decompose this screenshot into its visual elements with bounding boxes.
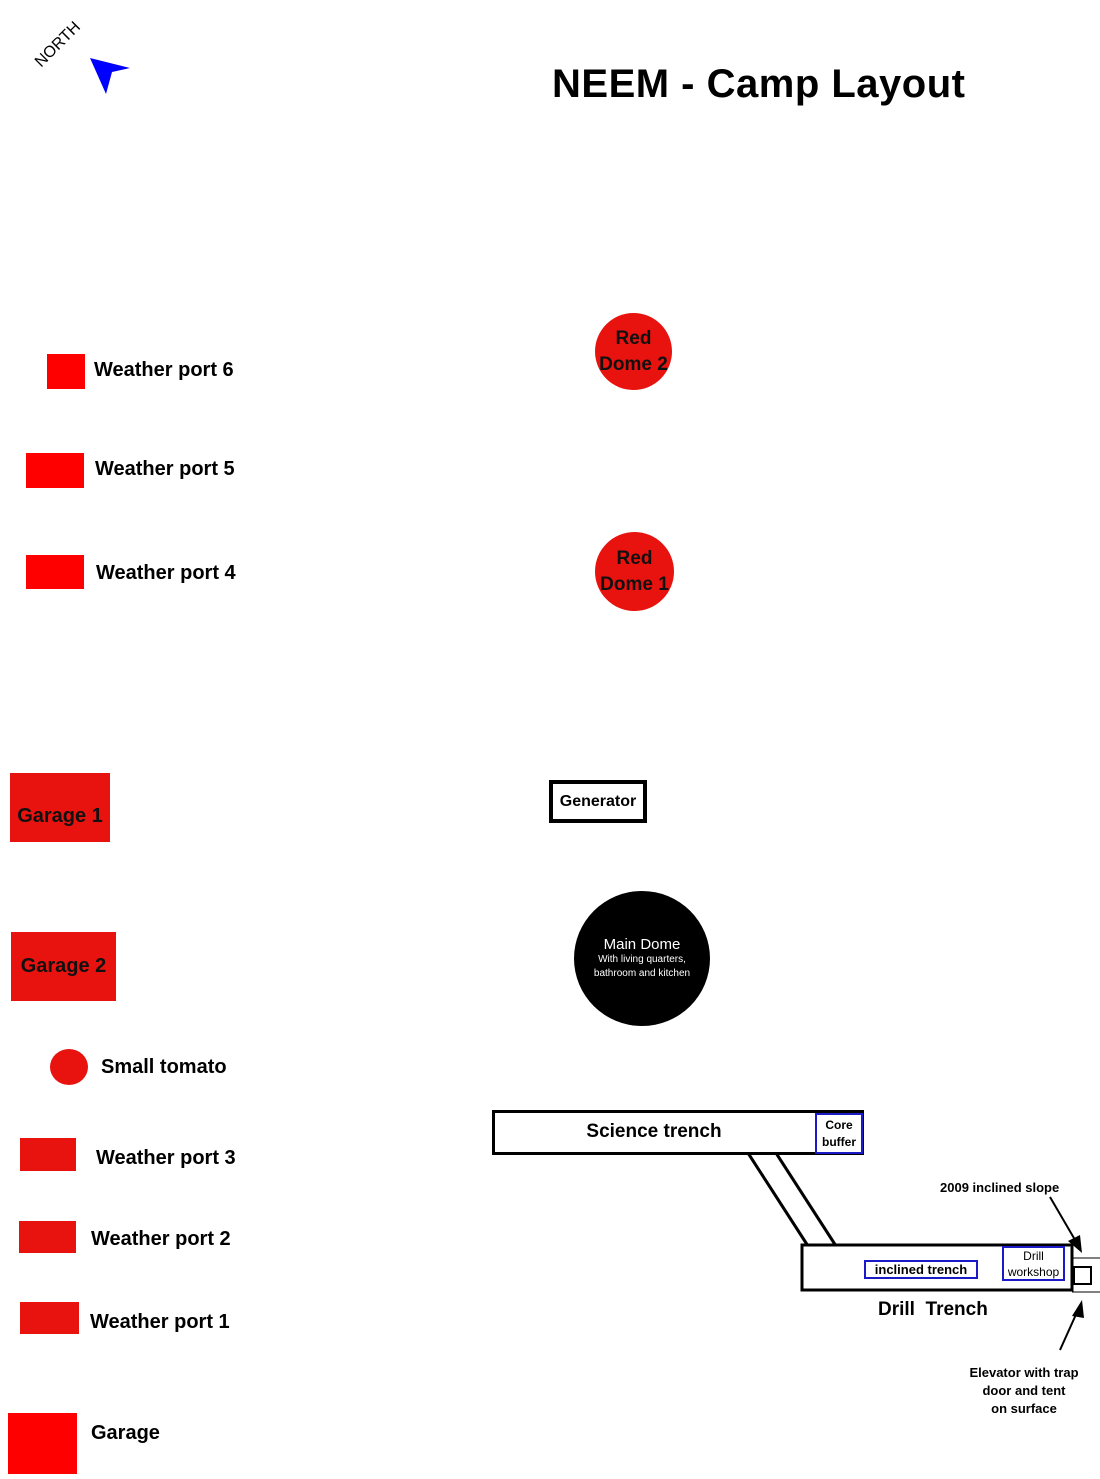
science-trench-outline: [492, 1110, 864, 1155]
elevator-label: Elevator with trap door and tent on surf…: [962, 1364, 1086, 1418]
weather-port-3-marker: [20, 1138, 76, 1171]
main-dome-desc-1: With living quarters,: [598, 954, 686, 965]
red-dome-2-line1: Red: [615, 327, 652, 349]
main-dome-title: Main Dome: [603, 936, 681, 953]
science-trench-label: Science trench: [586, 1121, 722, 1142]
drill-workshop-line2: workshop: [1007, 1264, 1060, 1279]
garage-marker: [8, 1413, 77, 1474]
connector-right-wall: [774, 1152, 838, 1247]
weather-port-5-label: Weather port 5: [95, 458, 235, 480]
generator-label: Generator: [559, 792, 637, 810]
elevator-line1: Elevator with trap: [969, 1365, 1079, 1380]
weather-port-2-marker: [19, 1221, 76, 1253]
weather-port-4-label: Weather port 4: [96, 562, 236, 584]
garage-2-label: Garage 2: [20, 955, 107, 977]
small-tomato-marker: [50, 1049, 88, 1085]
garage-label: Garage: [91, 1422, 160, 1444]
garage-2: Garage 2: [11, 932, 116, 1001]
garage-1-label: Garage 1: [17, 805, 103, 827]
drill-trench-outline: [800, 1243, 1074, 1292]
weather-port-4-marker: [26, 555, 84, 589]
map-title: NEEM - Camp Layout: [552, 62, 966, 106]
elevator-arrow-head: [1072, 1300, 1084, 1318]
weather-port-1-label: Weather port 1: [90, 1311, 230, 1333]
core-buffer: Core buffer: [815, 1113, 863, 1154]
slope-2009-label: 2009 inclined slope: [940, 1180, 1060, 1195]
connector-left-wall: [746, 1152, 810, 1247]
main-dome: Main Dome With living quarters, bathroom…: [574, 891, 710, 1026]
slope-arrow-head: [1068, 1235, 1082, 1253]
red-dome-1-line2: Dome 1: [600, 573, 669, 595]
slope-arrow-shaft: [1049, 1196, 1079, 1246]
small-tomato-label: Small tomato: [101, 1056, 227, 1078]
north-arrow-icon: [90, 58, 130, 94]
elevator-line2: door and tent: [982, 1383, 1066, 1398]
main-dome-desc-2: bathroom and kitchen: [593, 968, 691, 979]
weather-port-6-label: Weather port 6: [94, 359, 234, 381]
elevator-arrow-shaft: [1059, 1309, 1079, 1351]
drill-workshop-line1: Drill: [1023, 1248, 1044, 1263]
weather-port-3-label: Weather port 3: [96, 1147, 236, 1169]
inclined-trench: inclined trench: [864, 1260, 978, 1279]
inclined-trench-label: inclined trench: [874, 1262, 968, 1277]
elevator-square: [1073, 1266, 1092, 1285]
drill-trench-label: Drill Trench: [878, 1299, 988, 1320]
elevator-line3: on surface: [991, 1401, 1057, 1416]
red-dome-1-line1: Red: [616, 547, 653, 569]
weather-port-6-marker: [47, 354, 85, 389]
generator: Generator: [549, 780, 647, 823]
core-buffer-line1: Core: [825, 1117, 853, 1132]
garage-1: Garage 1: [10, 773, 110, 842]
weather-port-1-marker: [20, 1302, 79, 1334]
weather-port-5-marker: [26, 453, 84, 488]
weather-port-2-label: Weather port 2: [91, 1228, 231, 1250]
core-buffer-line2: buffer: [822, 1134, 856, 1149]
red-dome-2-line2: Dome 2: [599, 353, 668, 375]
